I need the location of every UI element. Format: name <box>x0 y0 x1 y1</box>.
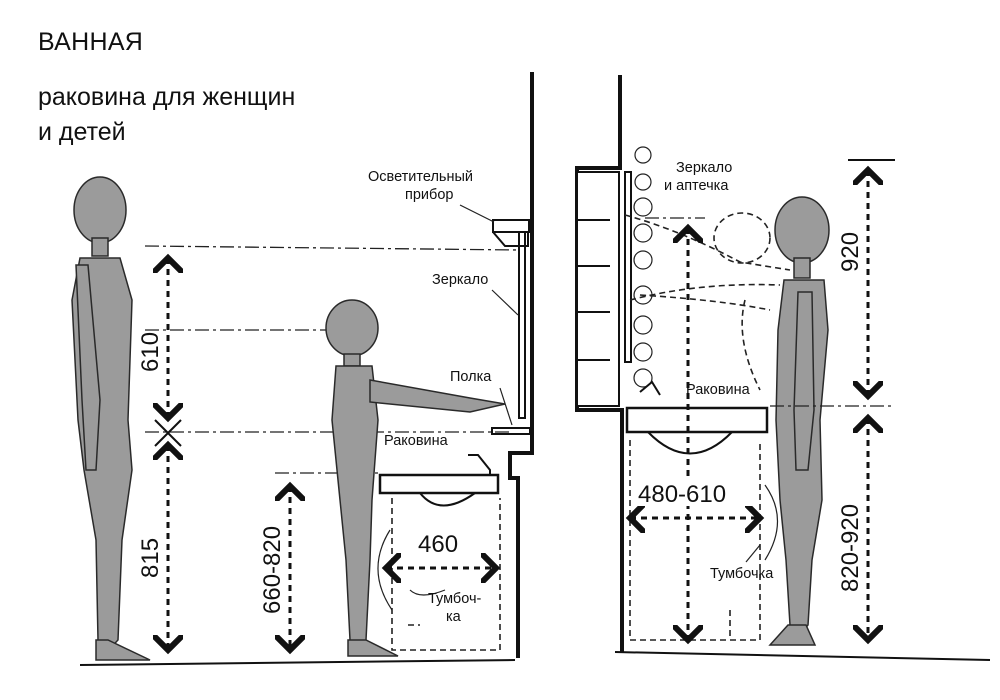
shelf-left <box>491 427 531 435</box>
floor-right <box>614 651 991 661</box>
page-subtitle: раковина для женщин и детей <box>38 83 296 146</box>
label-lighting-1: Осветительный <box>368 169 473 185</box>
cabinet-left <box>391 498 501 651</box>
adult-figure-right <box>768 196 830 646</box>
label-mirror-right-1: Зеркало <box>676 160 732 176</box>
sink-left <box>378 454 500 507</box>
mirror-cabinet <box>576 171 632 407</box>
dim-label-920: 920 <box>837 232 864 272</box>
label-shelf: Полка <box>450 369 492 385</box>
floor-left <box>79 659 516 666</box>
dim-label-815: 815 <box>137 538 164 578</box>
right-section: 920 820-920 480-610 Зеркало и аптечка Ра… <box>575 75 991 661</box>
label-mirror-left: Зеркало <box>432 272 488 288</box>
label-cabinet-left-1: Тумбоч- <box>428 591 482 607</box>
dim-label-610: 610 <box>137 332 164 372</box>
light-fixture <box>492 219 530 247</box>
left-section: 610 815 660-820 460 Осветительный прибор… <box>71 72 534 666</box>
cabinet-swing-left <box>377 529 446 611</box>
mirror-left <box>518 227 526 419</box>
dim-label-820-920: 820-920 <box>837 504 864 592</box>
label-mirror-right-2: и аптечка <box>664 178 729 194</box>
cabinet-right <box>629 440 761 641</box>
label-cabinet-right: Тумбочка <box>710 566 774 582</box>
mirror-circles <box>633 146 653 388</box>
dim-label-480-610: 480-610 <box>638 481 726 508</box>
dim-label-460: 460 <box>418 531 458 558</box>
cabinet-swing-right <box>764 484 779 561</box>
label-sink-right: Раковина <box>686 382 751 398</box>
label-lighting-2: прибор <box>405 187 453 203</box>
child-figure <box>325 299 506 657</box>
dim-label-660-820: 660-820 <box>259 526 286 614</box>
label-cabinet-left-2: ка <box>446 609 462 625</box>
page-title: ВАННАЯ <box>38 28 144 56</box>
wall-left <box>508 72 534 658</box>
adult-figure-left <box>71 176 151 661</box>
label-sink-left: Раковина <box>384 433 449 449</box>
